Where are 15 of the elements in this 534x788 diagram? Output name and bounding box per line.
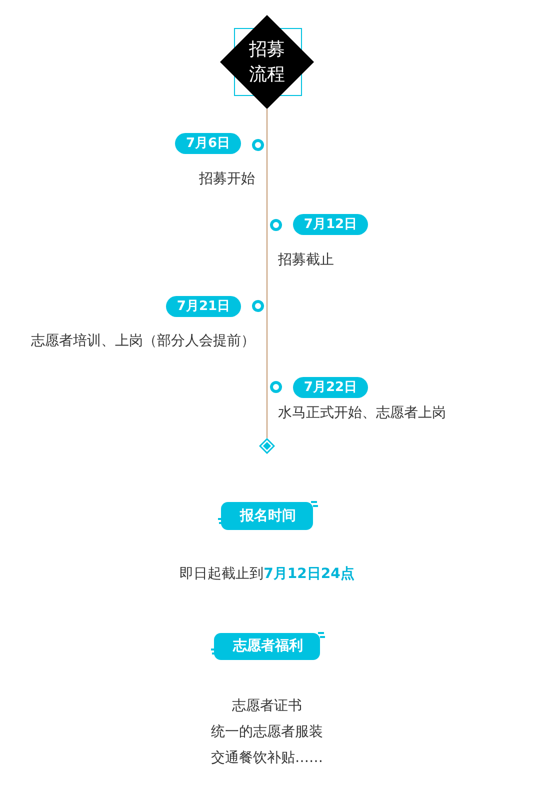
date-pill: 7月6日 (175, 133, 241, 154)
benefit-text: 交通餐饮补贴…… (211, 750, 323, 766)
event-text: 招募截止 (278, 251, 334, 269)
end-diamond (259, 438, 275, 454)
date-pill: 7月12日 (293, 214, 368, 235)
date-pill: 7月21日 (166, 296, 241, 317)
benefit-text: 志愿者证书 (232, 698, 302, 714)
event-text: 招募开始 (199, 170, 255, 188)
timeline-line (266, 108, 268, 438)
title-diamond: 招募流程 (220, 15, 314, 109)
date-pill: 7月22日 (293, 377, 368, 398)
event-text: 水马正式开始、志愿者上岗 (278, 404, 446, 422)
benefit-text: 统一的志愿者服装 (211, 724, 323, 740)
event-text: 志愿者培训、上岗（部分人会提前） (31, 332, 255, 350)
deadline-text: 即日起截止到7月12日24点 (180, 566, 354, 582)
